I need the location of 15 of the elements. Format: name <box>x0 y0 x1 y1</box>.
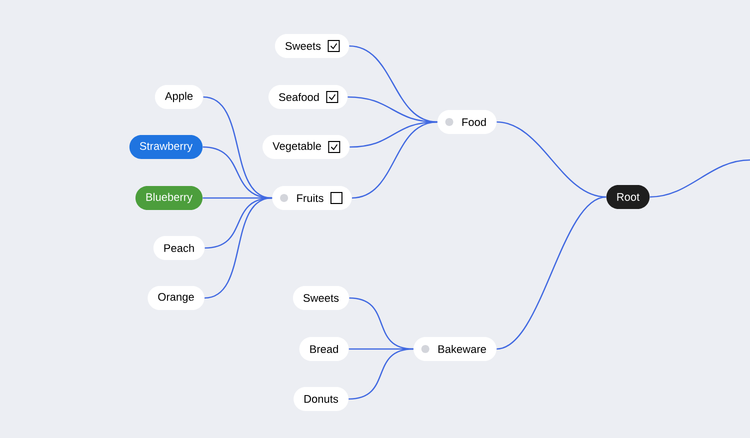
root-node: Root <box>606 185 650 209</box>
topic-pill: Peach <box>153 236 205 260</box>
branch-line <box>348 96 438 123</box>
branch-line <box>349 297 414 350</box>
branch-line <box>496 121 606 198</box>
branch-line <box>348 348 414 400</box>
branch-line <box>204 197 272 299</box>
branch-line <box>202 146 272 199</box>
branch-line <box>650 159 750 198</box>
branch-line <box>349 45 438 123</box>
branch-line <box>204 197 272 249</box>
topic-pill: Bread <box>299 337 349 361</box>
branch-line <box>496 196 606 350</box>
topic-pill: Apple <box>154 85 204 109</box>
branch-line <box>352 121 438 199</box>
